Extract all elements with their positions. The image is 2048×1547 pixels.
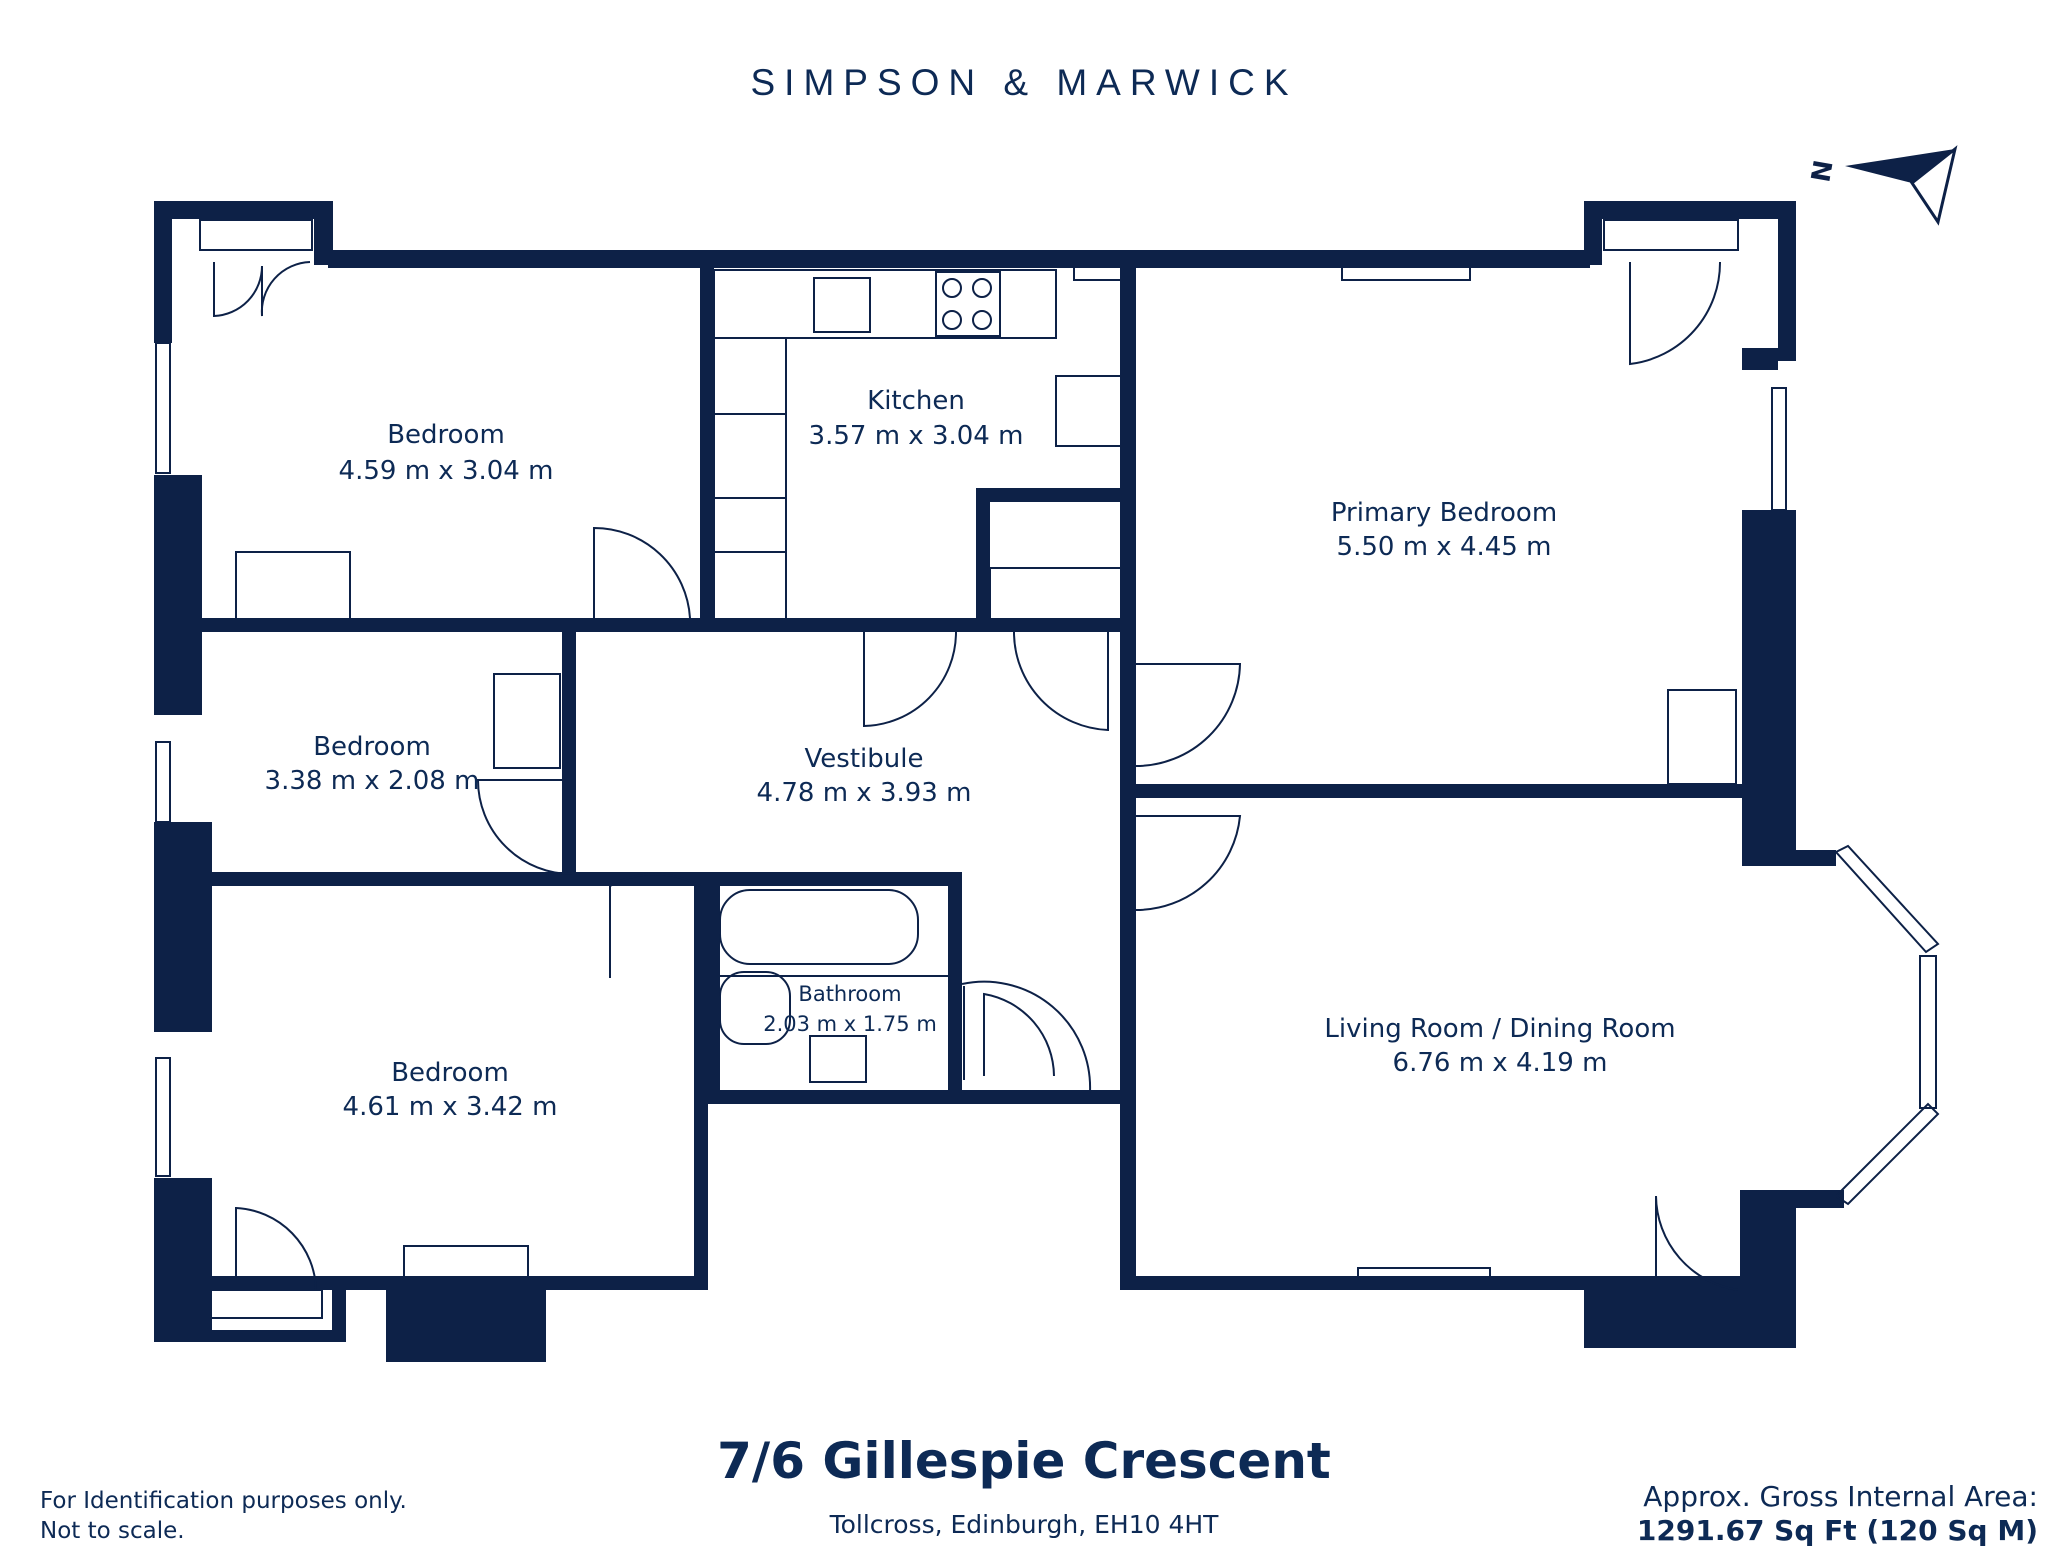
room-dims-bedroom-2: 3.38 m x 2.08 m	[264, 766, 480, 796]
room-dims-kitchen: 3.57 m x 3.04 m	[808, 421, 1024, 451]
property-address: 7/6 Gillespie Crescent	[717, 1432, 1331, 1490]
area-label: Approx. Gross Internal Area:	[1643, 1480, 2038, 1513]
room-dims-vestibule: 4.78 m x 3.93 m	[756, 778, 972, 808]
room-name-bedroom-1: Bedroom	[387, 420, 505, 450]
room-dims-living-room: 6.76 m x 4.19 m	[1392, 1048, 1608, 1078]
room-dims-bathroom: 2.03 m x 1.75 m	[763, 1012, 937, 1036]
room-name-living-room: Living Room / Dining Room	[1324, 1014, 1676, 1044]
area-value: 1291.67 Sq Ft (120 Sq M)	[1636, 1514, 2038, 1547]
north-label: N	[1803, 157, 1836, 184]
room-dims-primary-bedroom: 5.50 m x 4.45 m	[1336, 532, 1552, 562]
room-name-vestibule: Vestibule	[804, 744, 924, 774]
walls	[154, 201, 1844, 1362]
disclaimer-line-1: For Identification purposes only.	[40, 1488, 407, 1514]
fixtures	[155, 219, 1940, 1327]
room-name-bathroom: Bathroom	[798, 982, 902, 1006]
room-name-primary-bedroom: Primary Bedroom	[1330, 498, 1558, 528]
room-name-bedroom-2: Bedroom	[313, 732, 431, 762]
room-dims-bedroom-1: 4.59 m x 3.04 m	[338, 456, 554, 486]
brand-logo: SIMPSON & MARWICK	[750, 62, 1298, 103]
north-arrow-icon: N	[1803, 145, 1958, 226]
room-name-kitchen: Kitchen	[867, 386, 965, 416]
property-location: Tollcross, Edinburgh, EH10 4HT	[829, 1510, 1219, 1539]
room-name-bedroom-3: Bedroom	[391, 1058, 509, 1088]
disclaimer-line-2: Not to scale.	[40, 1518, 185, 1544]
room-dims-bedroom-3: 4.61 m x 3.42 m	[342, 1092, 558, 1122]
door-swings	[213, 261, 1739, 1291]
